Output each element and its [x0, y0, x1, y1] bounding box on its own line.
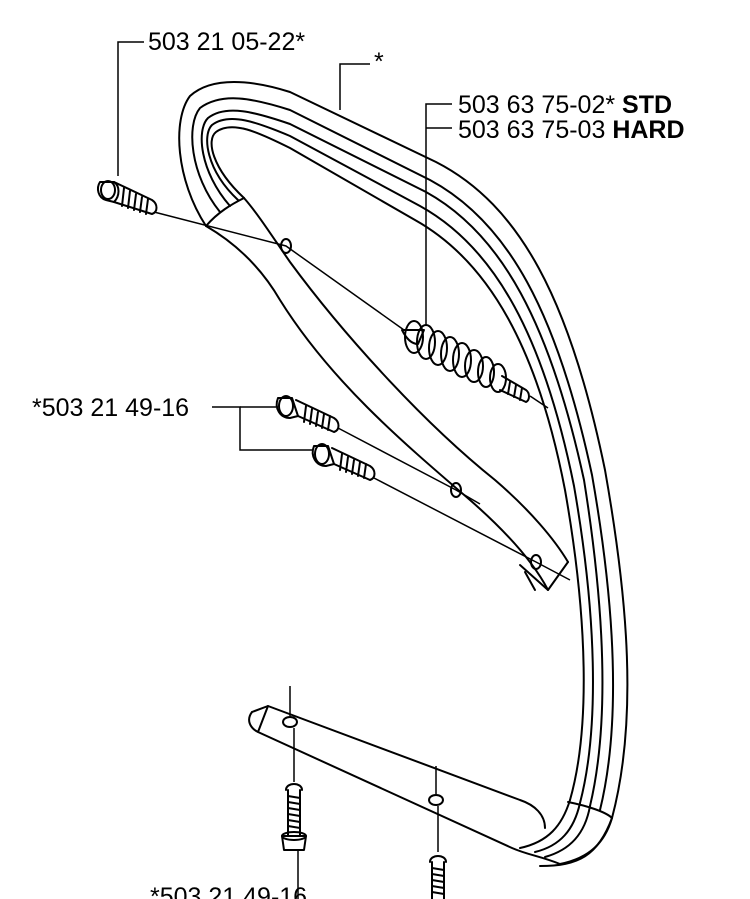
damper-hard-suffix: HARD — [612, 116, 685, 144]
handle-foot-bracket — [248, 705, 561, 865]
label-damper-std: 503 63 75-02* STD — [458, 93, 672, 118]
front-handle-bar — [178, 81, 629, 867]
screw-bottom-left — [281, 783, 307, 851]
label-handle: * — [374, 48, 384, 76]
handle-inner-arm — [205, 197, 569, 591]
label-damper-hard: 503 63 75-03 HARD — [458, 118, 685, 143]
damper-hard-number: 503 63 75-03 — [458, 116, 606, 144]
vibration-damper — [401, 320, 530, 403]
screw-middle-lower — [311, 443, 376, 481]
screw-middle-upper — [275, 395, 340, 433]
screw-top — [97, 180, 158, 215]
damper-std-number: 503 63 75-02* — [458, 91, 616, 119]
leader-lines — [117, 41, 571, 899]
label-screw-bottom-cut: *503 21 49-16 — [150, 885, 308, 899]
screw-bottom-right — [429, 855, 447, 899]
label-screws-middle: *503 21 49-16 — [32, 394, 190, 422]
damper-std-suffix: STD — [622, 91, 673, 119]
label-screw-top: 503 21 05-22* — [148, 28, 306, 56]
